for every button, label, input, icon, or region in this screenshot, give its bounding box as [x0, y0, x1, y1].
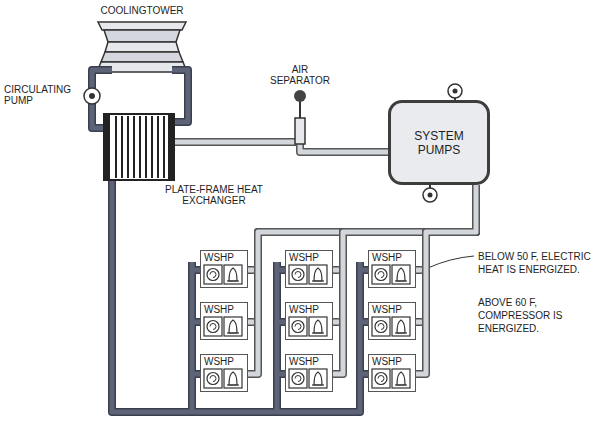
wshp-unit: WSHP [368, 302, 416, 340]
part-label: AIR SEPARATOR [262, 64, 338, 86]
wshp-unit: WSHP [200, 250, 248, 288]
unit-label: WSHP [372, 356, 412, 367]
pipe-outline [416, 185, 476, 374]
wshp-unit: WSHP [285, 354, 333, 392]
plate-frame-heat-exchanger [104, 114, 174, 180]
circulating-pump [84, 88, 100, 104]
wshp-unit-symbols [204, 265, 410, 388]
unit-label: WSHP [372, 252, 412, 263]
leader-line [428, 256, 474, 268]
pipe-outline [248, 185, 476, 270]
wshp-unit: WSHP [368, 250, 416, 288]
note-text: ABOVE 60 F, COMPRESSOR IS ENERGIZED. [478, 296, 606, 335]
unit-label: WSHP [204, 304, 244, 315]
part-label: PLATE-FRAME HEAT EXCHANGER [150, 184, 278, 206]
note-text: BELOW 50 F, ELECTRIC HEAT IS ENERGIZED. [478, 250, 606, 276]
wshp-unit: WSHP [200, 354, 248, 392]
cooling-tower [97, 22, 187, 72]
supply-pipe-connector [248, 185, 476, 270]
air-separator [294, 90, 306, 144]
unit-label: WSHP [204, 356, 244, 367]
wshp-unit: WSHP [285, 302, 333, 340]
pipe-fill [248, 185, 476, 270]
supply-pipe-connector [416, 185, 476, 374]
supply-pipe-connector [248, 185, 476, 374]
unit-label: WSHP [289, 356, 329, 367]
unit-label: WSHP [204, 252, 244, 263]
pipe-outline [333, 185, 476, 270]
wshp-unit: WSHP [368, 354, 416, 392]
supply-pipe-connector [333, 185, 476, 270]
pipe-fill [248, 185, 476, 374]
pipe-fill [248, 185, 476, 322]
pipe-outline [248, 185, 476, 374]
part-label: CIRCULATING PUMP [4, 84, 78, 106]
wshp-unit: WSHP [285, 250, 333, 288]
pipe-fill [333, 185, 476, 374]
unit-label: WSHP [289, 304, 329, 315]
pipe-fill [416, 185, 476, 374]
unit-label: WSHP [289, 252, 329, 263]
pipe-fill [333, 185, 476, 270]
pipe-outline [248, 185, 476, 322]
system-pumps-box: SYSTEM PUMPS [388, 100, 490, 185]
unit-label: WSHP [372, 304, 412, 315]
box-label: SYSTEM PUMPS [409, 129, 469, 157]
return-pipe [112, 180, 368, 412]
supply-pipe-connector [248, 185, 476, 322]
pipe-outline [333, 185, 476, 374]
supply-pipe-connector [333, 185, 476, 374]
part-label: COOLINGTOWER [92, 5, 192, 16]
supply-pipe [172, 142, 388, 152]
wshp-unit: WSHP [200, 302, 248, 340]
